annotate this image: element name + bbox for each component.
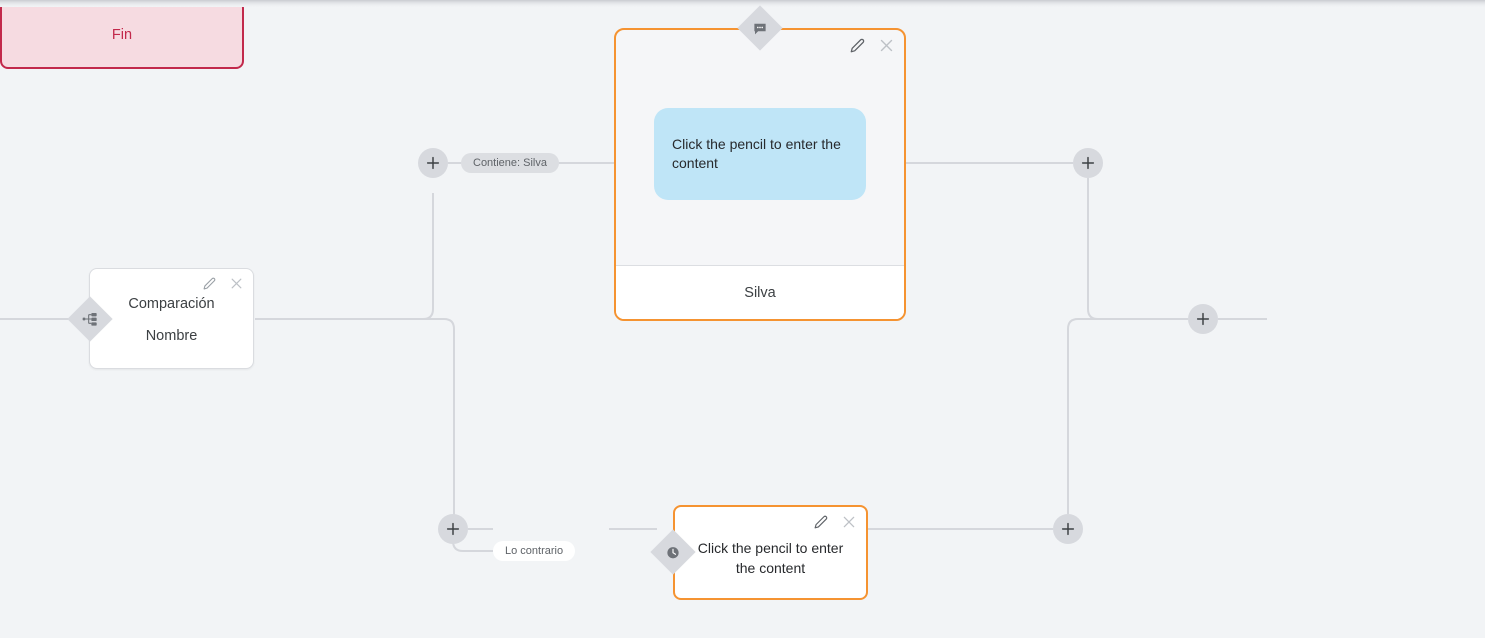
- pencil-icon[interactable]: [203, 277, 216, 290]
- edge-label-contains[interactable]: Contiene: Silva: [461, 153, 559, 173]
- handle-branch-icon[interactable]: [67, 296, 113, 342]
- node-comparison-subtitle: Nombre: [145, 327, 198, 344]
- clock-icon: [666, 545, 681, 560]
- edge-delay-merge: [1067, 318, 1188, 514]
- edge-comparison-to-true: [255, 193, 434, 320]
- speech-bubble-icon: [753, 21, 768, 36]
- node-delay-text: Click the pencil to enter the content: [697, 540, 844, 576]
- close-icon[interactable]: [230, 277, 243, 290]
- node-end[interactable]: Fin: [0, 0, 244, 69]
- node-delay[interactable]: Click the pencil to enter the content: [673, 505, 868, 600]
- plus-icon: [446, 522, 460, 536]
- plus-icon: [426, 156, 440, 170]
- edge-label-otherwise[interactable]: Lo contrario: [493, 541, 576, 561]
- add-node-branch-true[interactable]: [418, 148, 448, 178]
- plus-icon: [1061, 522, 1075, 536]
- edge-comparison-to-false: [255, 318, 455, 519]
- handle-speech-bubble-icon[interactable]: [737, 5, 783, 51]
- node-message[interactable]: Click the pencil to enter the content Si…: [614, 28, 906, 321]
- add-node-after-message[interactable]: [1073, 148, 1103, 178]
- node-comparison-actions: [203, 277, 243, 290]
- node-comparison[interactable]: Comparación Nombre: [89, 268, 254, 369]
- close-icon[interactable]: [842, 515, 856, 529]
- plus-icon: [1081, 156, 1095, 170]
- add-node-before-end[interactable]: [1188, 304, 1218, 334]
- add-node-branch-false[interactable]: [438, 514, 468, 544]
- node-message-actions: [850, 38, 894, 53]
- close-icon[interactable]: [879, 38, 894, 53]
- pencil-icon[interactable]: [850, 38, 865, 53]
- node-delay-actions: [814, 515, 856, 529]
- node-message-body: Click the pencil to enter the content: [616, 30, 904, 265]
- node-comparison-title: Comparación: [128, 295, 215, 312]
- add-node-after-delay[interactable]: [1053, 514, 1083, 544]
- node-message-footer: Silva: [616, 265, 904, 319]
- handle-clock-icon[interactable]: [650, 529, 696, 575]
- edge-message-merge: [1087, 178, 1188, 320]
- plus-icon: [1196, 312, 1210, 326]
- pencil-icon[interactable]: [814, 515, 828, 529]
- message-bubble[interactable]: Click the pencil to enter the content: [654, 107, 866, 200]
- branch-icon: [82, 311, 98, 327]
